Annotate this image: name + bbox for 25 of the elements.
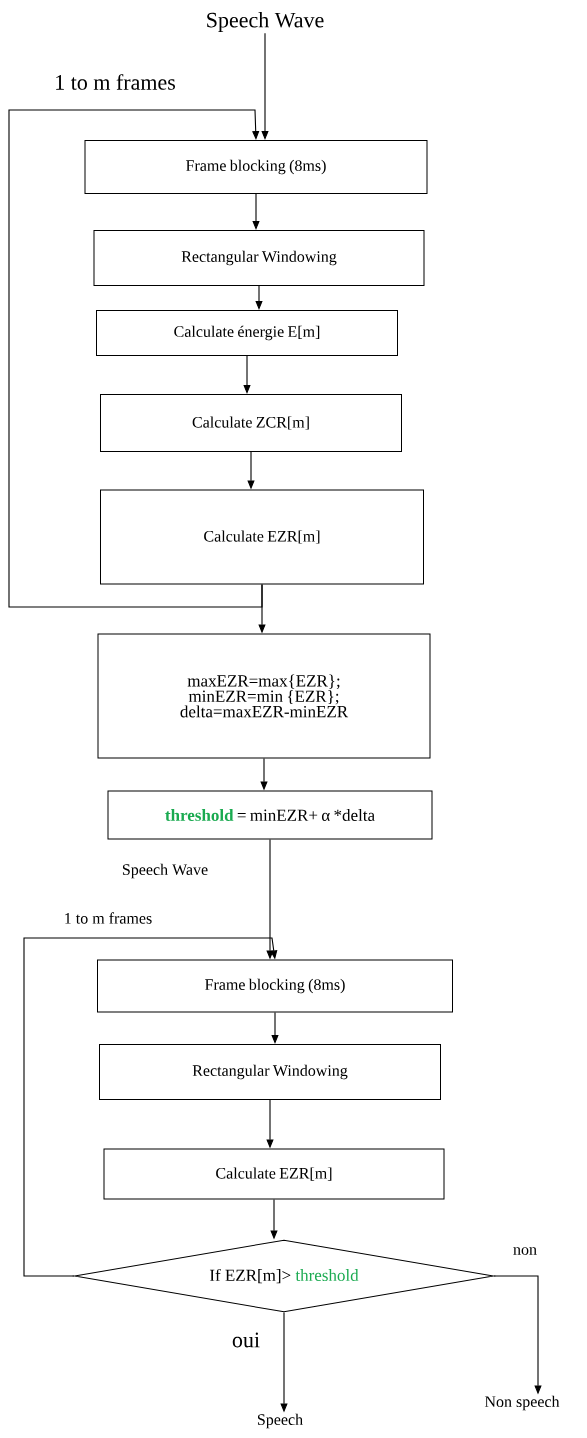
process-box: Frame blocking (8ms) <box>97 959 453 1013</box>
arrow <box>271 1011 279 1044</box>
process-box: maxEZR=max{EZR}; minEZR=min {EZR}; delta=maxEZR-minEZR <box>97 633 431 759</box>
arrow <box>261 32 269 140</box>
arrow <box>243 355 251 394</box>
process-box: Calculate EZR[m] <box>100 489 424 585</box>
process-box: Rectangular Windowing <box>93 230 425 286</box>
process-box: Calculate énergie E[m] <box>96 310 398 356</box>
flow-label: Speech Wave <box>207 12 324 32</box>
process-box: Calculate ZCR[m] <box>100 394 402 452</box>
arrow <box>8 109 263 608</box>
flow-label: Speech <box>257 1413 303 1429</box>
arrow <box>255 285 263 310</box>
process-box: Frame blocking (8ms) <box>84 140 428 194</box>
process-box: Rectangular Windowing <box>99 1044 441 1100</box>
edge-label: oui <box>232 1332 260 1348</box>
arrow <box>23 937 278 1277</box>
edge-label: 1 to m frames <box>65 912 152 924</box>
process-box: threshold = minEZR+ α *delta <box>107 790 433 840</box>
process-box: Calculate EZR[m] <box>103 1148 445 1200</box>
flow-label: Non speech <box>484 1395 560 1411</box>
edge-label: non <box>513 1247 537 1255</box>
input-label: Speech Wave <box>122 863 208 879</box>
arrow <box>252 193 260 230</box>
edge-label: 1 to m frames <box>56 74 175 90</box>
